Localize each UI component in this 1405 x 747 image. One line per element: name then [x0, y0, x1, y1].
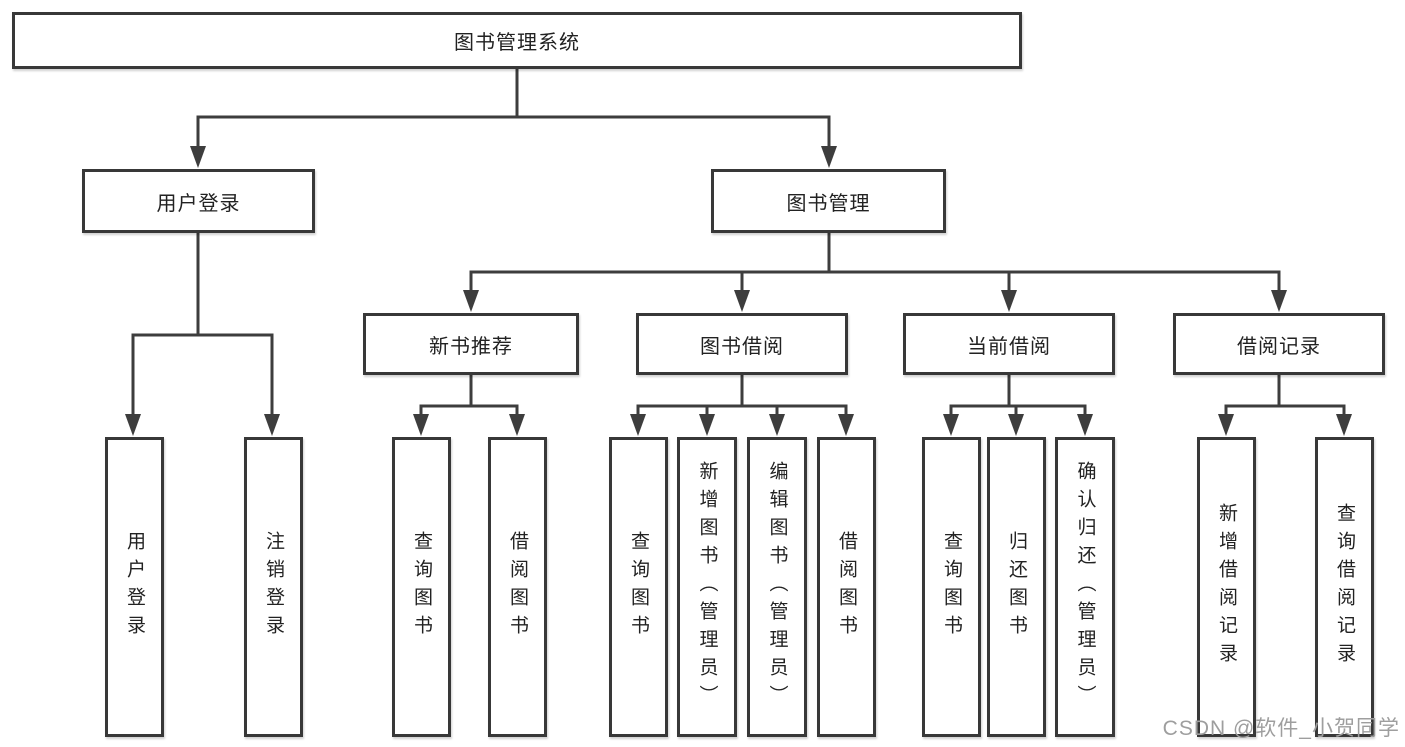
leaf-add-borrow-record: 新增借阅记录	[1197, 437, 1256, 737]
arrowhead	[463, 290, 479, 312]
leaf-edit-book-admin: 编辑图书（管理员）	[747, 437, 807, 737]
leaf-borrow-books-borrow: 借阅图书	[817, 437, 876, 737]
arrowhead	[838, 414, 854, 436]
node-current-borrow: 当前借阅	[903, 313, 1115, 375]
arrowhead	[1008, 414, 1024, 436]
node-label: 编辑图书（管理员）	[766, 461, 788, 713]
arrowhead	[125, 414, 141, 436]
node-label: 查询借阅记录	[1334, 503, 1355, 671]
node-borrow-records: 借阅记录	[1173, 313, 1385, 375]
arrowhead	[264, 414, 280, 436]
leaf-query-books-borrow: 查询图书	[609, 437, 668, 737]
node-label: 查询图书	[941, 531, 962, 643]
leaf-confirm-return-admin: 确认归还（管理员）	[1055, 437, 1115, 737]
leaf-query-books-newbook: 查询图书	[392, 437, 451, 737]
leaf-query-books-current: 查询图书	[922, 437, 981, 737]
leaf-add-book-admin: 新增图书（管理员）	[677, 437, 737, 737]
node-root: 图书管理系统	[12, 12, 1022, 69]
watermark: CSDN @软件_小贺同学	[1162, 717, 1400, 740]
node-label: 图书借阅	[700, 335, 784, 358]
leaf-logout: 注销登录	[244, 437, 303, 737]
arrowhead	[699, 414, 715, 436]
arrowhead	[1001, 290, 1017, 312]
node-label: 查询图书	[411, 531, 432, 643]
leaf-borrow-books-newbook: 借阅图书	[488, 437, 547, 737]
arrowhead	[1218, 414, 1234, 436]
arrowhead	[630, 414, 646, 436]
node-label: 注销登录	[263, 531, 284, 643]
node-book-management: 图书管理	[711, 169, 946, 233]
node-label: 归还图书	[1006, 531, 1027, 643]
node-label: 当前借阅	[967, 335, 1051, 358]
arrowhead	[821, 146, 837, 168]
arrowhead	[413, 414, 429, 436]
node-book-borrow: 图书借阅	[636, 313, 848, 375]
node-label: 借阅图书	[507, 531, 528, 643]
edges-root-to-level2	[190, 69, 837, 168]
node-label: 用户登录	[124, 531, 145, 643]
node-new-book-recommend: 新书推荐	[363, 313, 579, 375]
arrowhead	[769, 414, 785, 436]
edges-user-login-to-leaves	[125, 233, 280, 436]
leaf-query-borrow-record: 查询借阅记录	[1315, 437, 1374, 737]
edges-borrow-records-to-leaves	[1218, 375, 1352, 436]
arrowhead	[1336, 414, 1352, 436]
arrowhead	[1077, 414, 1093, 436]
node-user-login: 用户登录	[82, 169, 315, 233]
edges-new-book-recommend-to-leaves	[413, 375, 525, 436]
node-label: 借阅图书	[836, 531, 857, 643]
node-label: 新增图书（管理员）	[696, 461, 718, 713]
node-label: 图书管理	[786, 192, 871, 215]
arrowhead	[734, 290, 750, 312]
arrowhead	[1271, 290, 1287, 312]
edges-current-borrow-to-leaves	[943, 375, 1093, 436]
edges-book-borrow-to-leaves	[630, 375, 854, 436]
node-label: 用户登录	[156, 192, 241, 215]
node-label: 确认归还（管理员）	[1074, 461, 1096, 713]
node-label: 新增借阅记录	[1216, 503, 1237, 671]
edges-book-management-to-level3	[463, 233, 1287, 312]
leaf-return-book: 归还图书	[987, 437, 1046, 737]
arrowhead	[943, 414, 959, 436]
node-label: 图书管理系统	[454, 32, 580, 54]
node-label: 借阅记录	[1237, 335, 1321, 358]
arrowhead	[190, 146, 206, 168]
node-label: 查询图书	[628, 531, 649, 643]
node-label: 新书推荐	[429, 335, 513, 358]
leaf-user-login: 用户登录	[105, 437, 164, 737]
arrowhead	[509, 414, 525, 436]
